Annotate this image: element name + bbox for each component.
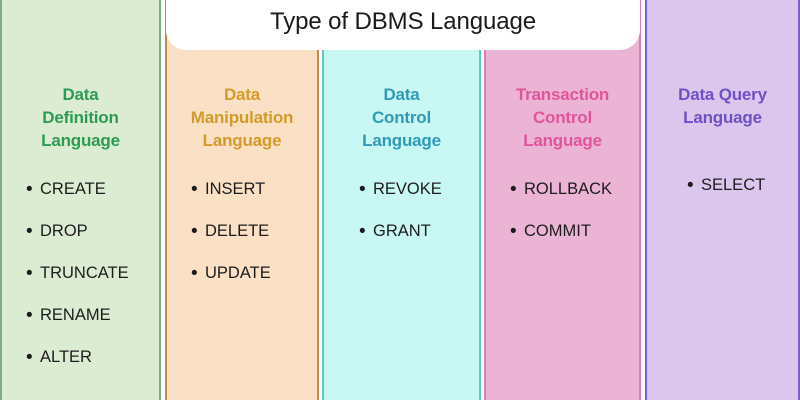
list-item: • UPDATE: [167, 264, 317, 283]
list-item-label: DELETE: [205, 222, 270, 240]
list-item-label: SELECT: [701, 176, 766, 194]
title-line: Manipulation: [190, 107, 294, 127]
list-item: • GRANT: [324, 222, 479, 241]
list-item: • RENAME: [2, 306, 159, 325]
title-line: Data: [223, 85, 261, 104]
bullet-icon: •: [191, 263, 198, 284]
list-tcl: • ROLLBACK • COMMIT: [486, 180, 639, 264]
title-card: Type of DBMS Language: [166, 0, 640, 50]
list-ddl: • CREATE • DROP • TRUNCATE • RENAME • ALTER: [2, 180, 159, 390]
list-item: • REVOKE: [324, 180, 479, 199]
column-data-control-language: Data Control Language • REVOKE • GRANT: [322, 0, 481, 400]
title-line: Control: [371, 107, 432, 127]
column-transaction-control-language: Transaction Control Language • ROLLBACK •…: [484, 0, 641, 400]
column-title-ddl: Data Definition Language: [6, 84, 155, 152]
list-item: • TRUNCATE: [2, 264, 159, 283]
bullet-icon: •: [359, 221, 366, 242]
title-line: Language: [41, 130, 120, 150]
list-item-label: RENAME: [40, 306, 111, 324]
list-item: • ROLLBACK: [486, 180, 639, 199]
column-data-query-language: Data Query Language • SELECT: [645, 0, 800, 400]
title-line: Language: [202, 130, 282, 150]
column-title-dql: Data Query Language: [651, 84, 794, 130]
bullet-icon: •: [510, 179, 517, 200]
bullet-icon: •: [191, 221, 198, 242]
title-line: Definition: [42, 107, 119, 127]
list-item-label: COMMIT: [524, 222, 591, 240]
bullet-icon: •: [510, 221, 517, 242]
bullet-icon: •: [687, 175, 694, 196]
list-item-label: UPDATE: [205, 264, 271, 282]
list-item: • CREATE: [2, 180, 159, 199]
list-item-label: ALTER: [40, 348, 92, 366]
list-dcl: • REVOKE • GRANT: [324, 180, 479, 264]
title-line: Data: [62, 85, 99, 104]
bullet-icon: •: [26, 221, 33, 242]
title-line: Language: [523, 130, 602, 150]
list-item-label: DROP: [40, 222, 88, 240]
title-line: Data Query: [678, 85, 767, 104]
column-title-dcl: Data Control Language: [328, 84, 475, 152]
column-title-tcl: Transaction Control Language: [490, 84, 635, 152]
column-title-dml: Data Manipulation Language: [171, 84, 313, 152]
title-line: Language: [362, 130, 441, 150]
bullet-icon: •: [26, 263, 33, 284]
list-item: • DROP: [2, 222, 159, 241]
list-item: • DELETE: [167, 222, 317, 241]
title-line: Data: [383, 85, 420, 104]
list-item-label: INSERT: [205, 180, 266, 198]
list-item: • COMMIT: [486, 222, 639, 241]
bullet-icon: •: [26, 305, 33, 326]
list-item: • INSERT: [167, 180, 317, 199]
list-dml: • INSERT • DELETE • UPDATE: [167, 180, 317, 306]
list-item-label: CREATE: [40, 180, 106, 198]
list-dql: • SELECT: [647, 176, 798, 218]
list-item: • SELECT: [647, 176, 798, 195]
list-item: • ALTER: [2, 348, 159, 367]
title-line: Transaction: [515, 85, 610, 104]
list-item-label: TRUNCATE: [40, 264, 129, 282]
page-title: Type of DBMS Language: [269, 8, 537, 35]
list-item-label: REVOKE: [373, 180, 442, 198]
bullet-icon: •: [26, 179, 33, 200]
column-data-manipulation-language: Data Manipulation Language • INSERT • DELE…: [165, 0, 319, 400]
bullet-icon: •: [359, 179, 366, 200]
column-data-definition-language: Data Definition Language • CREATE • DROP •…: [0, 0, 161, 400]
list-item-label: GRANT: [373, 222, 431, 240]
title-line: Control: [532, 107, 593, 127]
bullet-icon: •: [191, 179, 198, 200]
list-item-label: ROLLBACK: [524, 180, 613, 198]
bullet-icon: •: [26, 347, 33, 368]
title-line: Language: [683, 107, 762, 127]
